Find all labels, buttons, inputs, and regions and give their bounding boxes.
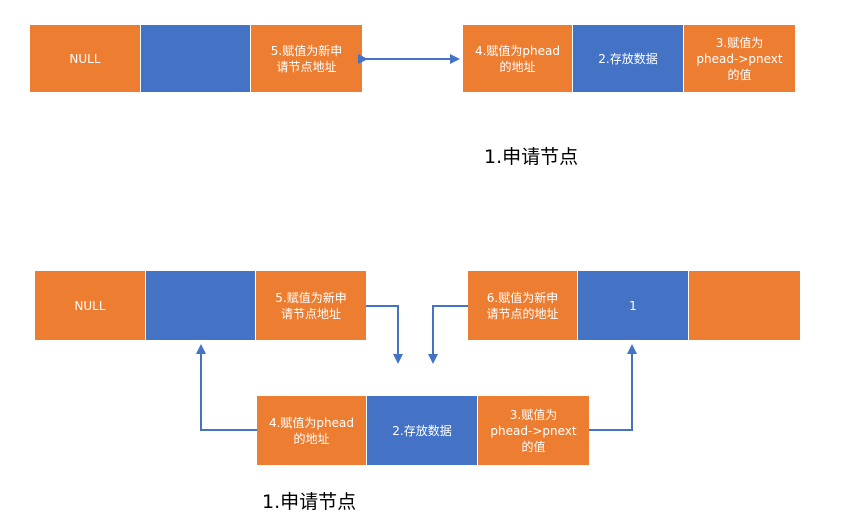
top-new-prev-cell: 4.赋值为phead 的地址 xyxy=(463,25,573,92)
bottom-new-data-cell: 2.存放数据 xyxy=(367,396,478,465)
arrow-left-next-to-new xyxy=(366,305,403,364)
top-new-next-cell: 3.赋值为 phead->pnext 的值 xyxy=(684,25,795,92)
bottom-left-data-cell xyxy=(146,271,256,340)
bottom-left-prev-cell: NULL xyxy=(35,271,146,340)
arrow-new-next-to-right xyxy=(589,344,637,431)
top-left-data-cell xyxy=(141,25,251,92)
bottom-caption: 1.申请节点 xyxy=(262,491,357,513)
top-left-prev-cell: NULL xyxy=(30,25,141,92)
top-new-data-cell: 2.存放数据 xyxy=(573,25,684,92)
top-left-next-cell: 5.赋值为新申 请节点地址 xyxy=(251,25,362,92)
bottom-new-next-cell: 3.赋值为 phead->pnext 的值 xyxy=(478,396,589,465)
bottom-right-prev-cell: 6.赋值为新申 请节点的地址 xyxy=(468,271,578,340)
arrow-right-prev-to-new xyxy=(428,305,468,364)
arrow-new-prev-to-left xyxy=(196,344,257,431)
bottom-right-next-cell xyxy=(689,271,800,340)
bottom-left-next-cell: 5.赋值为新申 请节点地址 xyxy=(256,271,366,340)
top-caption: 1.申请节点 xyxy=(484,146,579,168)
bottom-new-prev-cell: 4.赋值为phead 的地址 xyxy=(257,396,367,465)
bottom-right-data-cell: 1 xyxy=(578,271,689,340)
